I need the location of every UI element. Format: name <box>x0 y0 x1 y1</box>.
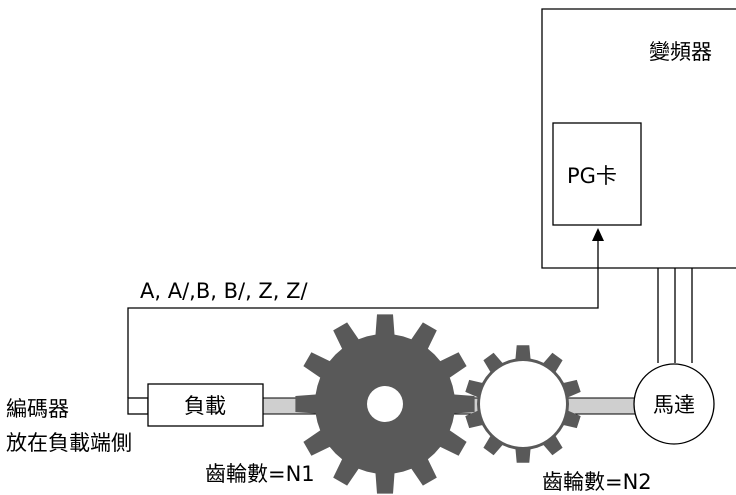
load-label: 負載 <box>184 394 226 418</box>
encoder-label: 編碼器 <box>6 397 69 421</box>
encoder-box <box>127 397 149 415</box>
inverter-box <box>541 8 736 269</box>
arrow-up-icon <box>592 228 604 241</box>
gear-1 <box>295 314 475 494</box>
inverter-label: 變頻器 <box>649 40 712 64</box>
signal-line-label: A, A/,B, B/, Z, Z/ <box>140 279 309 303</box>
motor-circle <box>633 363 715 445</box>
gear-1-label: 齒輪數=N1 <box>205 462 315 486</box>
signal-line <box>127 240 599 398</box>
motor-power-wires <box>657 268 693 363</box>
gear-2 <box>465 345 581 463</box>
motor-label: 馬達 <box>653 393 695 417</box>
gear-2-label: 齒輪數=N2 <box>542 470 652 494</box>
encoder-note: 放在負載端側 <box>6 431 132 455</box>
pg-card-box <box>552 122 642 226</box>
load-box <box>147 383 264 427</box>
pg-card-label: PG卡 <box>567 164 617 188</box>
